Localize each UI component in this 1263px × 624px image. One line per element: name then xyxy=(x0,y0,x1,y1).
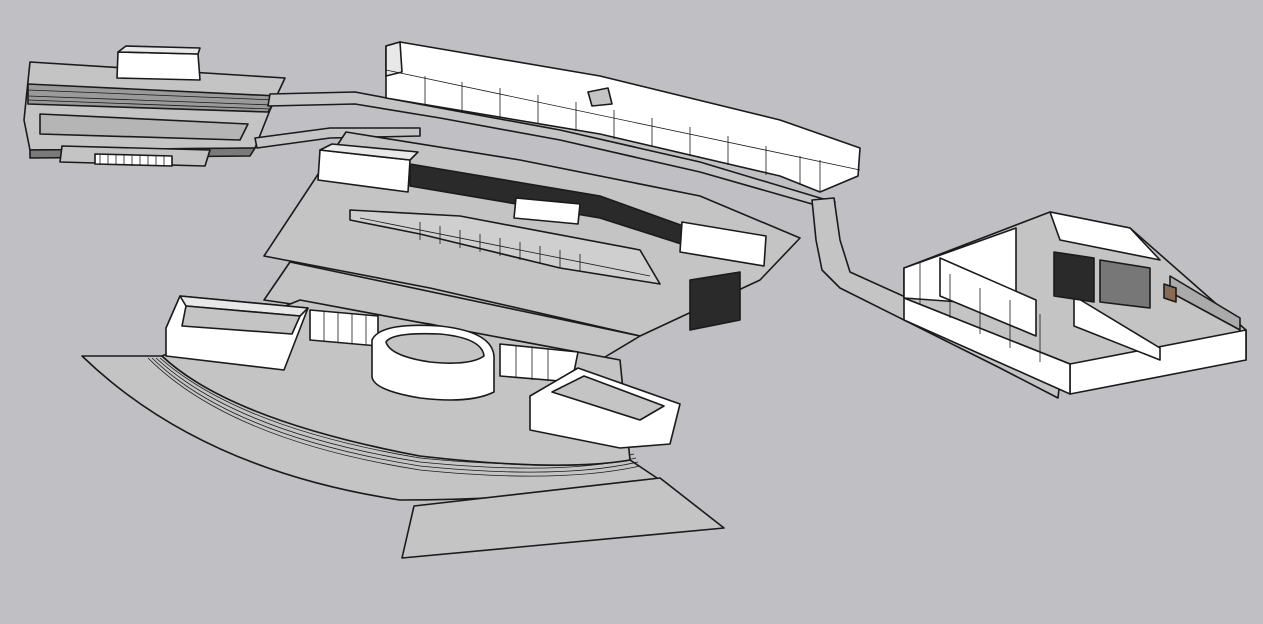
central-building[interactable] xyxy=(263,131,801,361)
north-building[interactable] xyxy=(23,45,286,167)
east-building[interactable] xyxy=(903,211,1247,395)
courtyard-blocks[interactable] xyxy=(165,295,681,449)
curved-gallery[interactable] xyxy=(385,41,861,193)
